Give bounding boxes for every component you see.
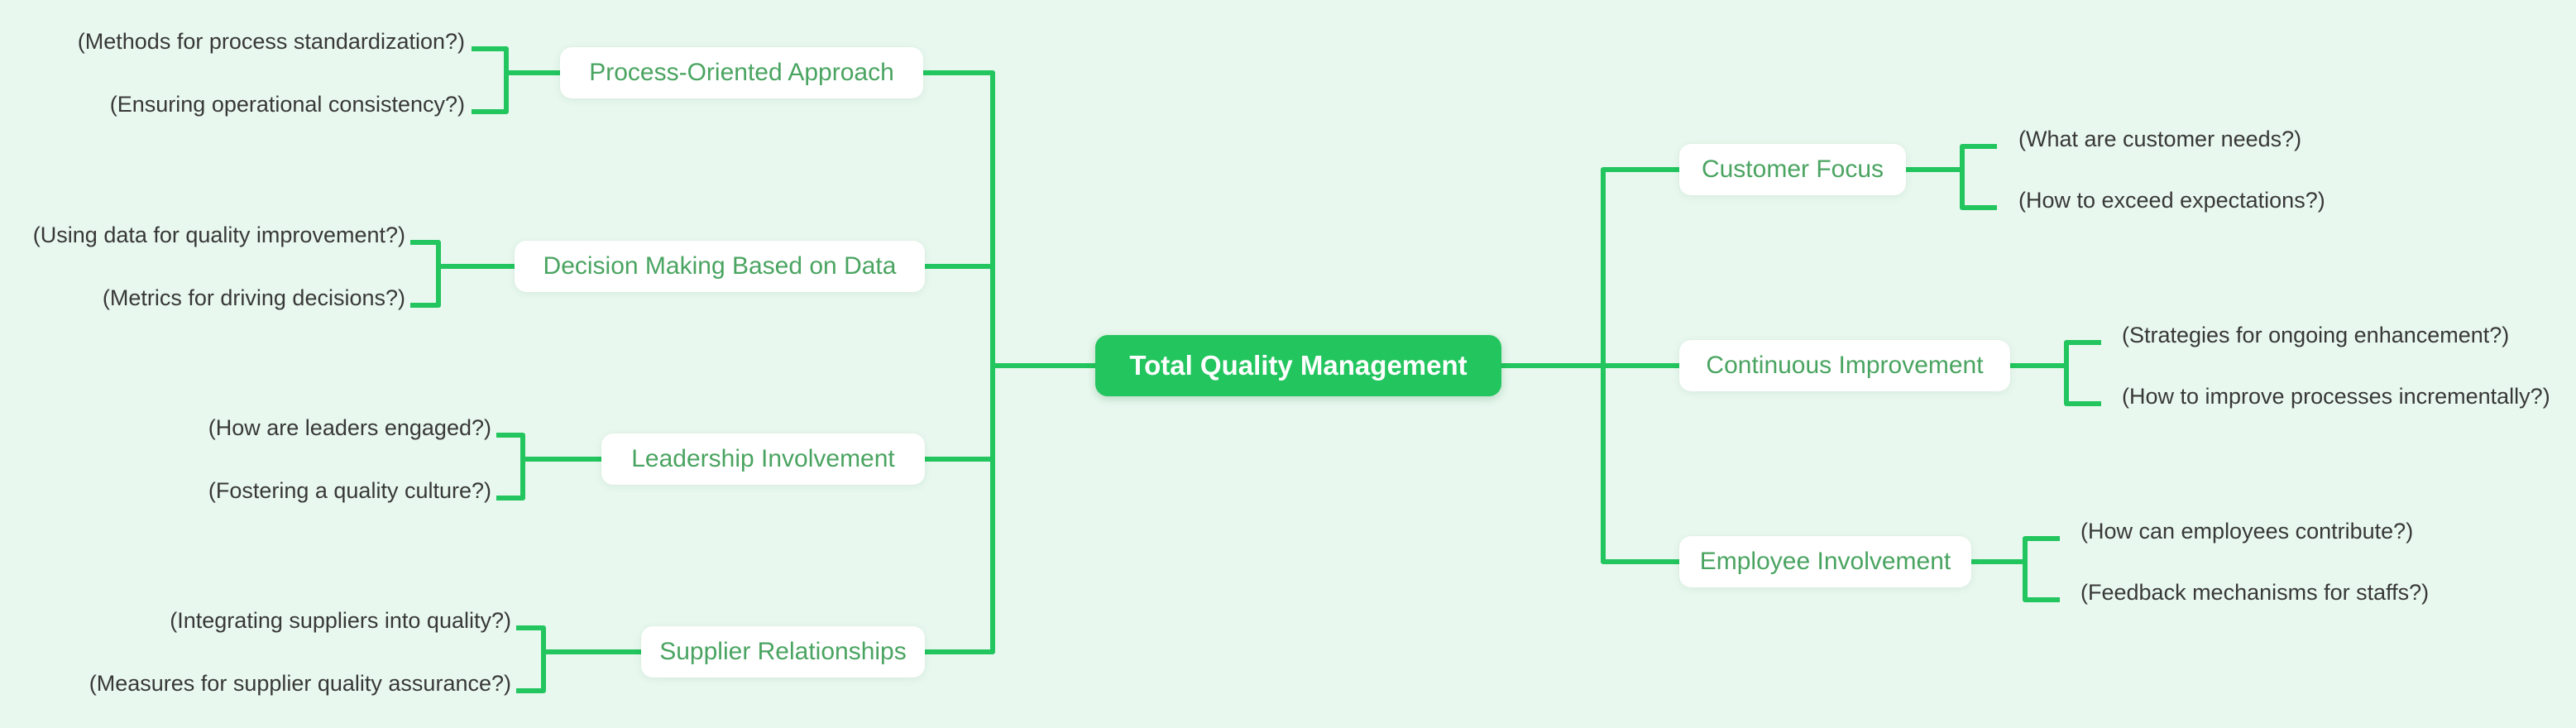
subtopic-how-to-improve-processes-incrementally[interactable]: (How to improve processes incrementally?… xyxy=(2122,384,2550,409)
left-branch1-bracket xyxy=(472,46,509,114)
subtopic-fostering-a-quality-culture[interactable]: (Fostering a quality culture?) xyxy=(208,478,491,503)
left-branch4-bracket xyxy=(516,625,546,693)
right-branch2-bracket xyxy=(2064,340,2101,406)
left-branch3-bracket xyxy=(496,433,525,500)
subtopic-integrating-suppliers-into-quality[interactable]: (Integrating suppliers into quality?) xyxy=(170,608,511,633)
right-branch3-bracket xyxy=(2023,536,2060,602)
subtopic-measures-for-supplier-quality-assurance[interactable]: (Measures for supplier quality assurance… xyxy=(89,671,511,696)
subtopic-using-data-for-quality-improvement[interactable]: (Using data for quality improvement?) xyxy=(32,223,405,247)
left-branch2-bracket xyxy=(410,240,441,308)
subtopic-what-are-customer-needs[interactable]: (What are customer needs?) xyxy=(2018,127,2302,151)
branch-node-employee-involvement[interactable]: Employee Involvement xyxy=(1679,536,1971,587)
subtopic-feedback-mechanisms-for-staffs[interactable]: (Feedback mechanisms for staffs?) xyxy=(2080,580,2430,605)
branch-node-customer-focus[interactable]: Customer Focus xyxy=(1679,144,1906,195)
subtopic-how-are-leaders-engaged[interactable]: (How are leaders engaged?) xyxy=(208,415,491,440)
branch-node-leadership-involvement[interactable]: Leadership Involvement xyxy=(601,433,925,485)
subtopic-strategies-for-ongoing-enhancement[interactable]: (Strategies for ongoing enhancement?) xyxy=(2122,323,2510,347)
central-topic-total-quality-management[interactable]: Total Quality Management xyxy=(1095,335,1501,396)
subtopic-ensuring-operational-consistency[interactable]: (Ensuring operational consistency?) xyxy=(109,92,465,117)
branch-node-process-oriented-approach[interactable]: Process-Oriented Approach xyxy=(560,47,923,98)
branch-node-continuous-improvement[interactable]: Continuous Improvement xyxy=(1679,340,2010,391)
branch-node-decision-making-based-on-data[interactable]: Decision Making Based on Data xyxy=(515,241,925,292)
right-trunk-line xyxy=(1601,167,1679,564)
right-branch1-bracket xyxy=(1960,144,1997,210)
branch-node-supplier-relationships[interactable]: Supplier Relationships xyxy=(641,626,925,678)
subtopic-metrics-for-driving-decisions[interactable]: (Metrics for driving decisions?) xyxy=(102,285,405,310)
subtopic-how-to-exceed-expectations[interactable]: (How to exceed expectations?) xyxy=(2018,188,2325,213)
subtopic-how-can-employees-contribute[interactable]: (How can employees contribute?) xyxy=(2080,519,2414,544)
left-trunk-line xyxy=(923,70,995,654)
subtopic-methods-for-process-standardization[interactable]: (Methods for process standardization?) xyxy=(77,29,465,54)
